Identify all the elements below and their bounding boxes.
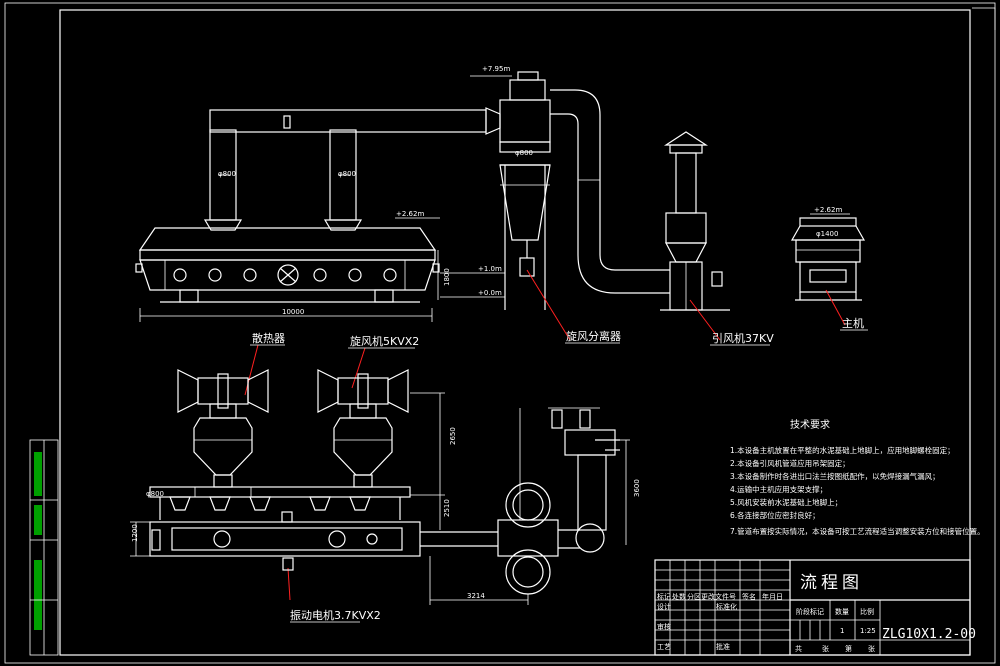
leader-lines: [244, 269, 846, 601]
main-unit-elevation: [790, 217, 866, 301]
pipe-dia-3-text: φ800: [515, 149, 533, 157]
dim-length-text: 10000: [282, 308, 304, 316]
pipe-dia-2-text: φ800: [338, 170, 356, 178]
bottom-label-2: 张: [822, 644, 829, 653]
requirement-item-3: 3.本设备制作时各进出口法兰按图纸配作，以免焊接漏气漏风；: [730, 471, 940, 481]
tb-row-1: 标记: [657, 592, 671, 601]
induced-fan-label: 引风机37KV: [712, 331, 774, 345]
ground-lines: [395, 75, 850, 298]
length-dimension: [139, 250, 439, 322]
requirement-item-5: 5.风机安装前水泥基础上地脚上；: [730, 497, 842, 507]
frame-corner-mark: [972, 7, 996, 30]
cyclone-to-fan-duct: [550, 89, 670, 294]
vibration-motor-label: 振动电机3.7KVX2: [290, 608, 381, 622]
tb-row-7: 设计: [657, 602, 671, 611]
tb-row-10: 工艺: [657, 643, 671, 651]
requirement-item-7: 7.管道布置按实际情况，本设备可按工艺流程适当调整安装方位和接管位置。: [730, 526, 985, 536]
elevation-1m-text: +1.0m: [478, 265, 502, 273]
tb-row-6: 年月日: [762, 592, 783, 601]
induced-fan-chimney: [660, 131, 730, 311]
scale-header: 比例: [860, 607, 874, 616]
requirement-item-6: 6.各连接部位应密封良好；: [730, 510, 820, 520]
inner-frame: [59, 9, 971, 656]
left-sidebar-table: [29, 439, 59, 656]
tb-row-5: 签名: [742, 592, 756, 601]
heat-exchanger-right: [317, 369, 409, 488]
cyclone-separator: [499, 71, 551, 310]
requirement-item-2: 2.本设备引风机管道应用吊架固定；: [730, 458, 850, 468]
small-dia-text: φ800: [146, 490, 164, 498]
pipe-dia-4-text: φ1400: [816, 230, 838, 238]
fluid-bed-plan: [149, 521, 498, 571]
exhaust-ducts: [203, 107, 501, 231]
tb-row-4: 更改文件号: [701, 592, 736, 601]
plan-dimensions: [130, 392, 630, 605]
heat-exchanger-left: [177, 369, 269, 497]
qty-value: 1: [840, 627, 844, 635]
dim-left-text: 1200: [131, 524, 139, 542]
cyclone-fan-label: 旋风机5KVX2: [350, 334, 419, 348]
elevation-body-left-text: +2.62m: [396, 210, 424, 218]
drawing-title: 流程图: [800, 573, 863, 593]
main-unit-label: 主机: [842, 316, 864, 330]
requirements-heading: 技术要求: [790, 418, 830, 431]
dim-right-3-text: 3600: [633, 479, 641, 497]
elevation-body-right-text: +2.62m: [814, 206, 842, 214]
dim-right-2-text: 2510: [443, 499, 451, 517]
elevation-top-text: +7.95m: [482, 65, 510, 73]
cyclone-separator-label: 旋风分离器: [566, 329, 621, 343]
title-block: [654, 559, 971, 656]
requirement-item-4: 4.运输中主机应用支架支撑；: [730, 484, 827, 494]
mark-header: 阶段标记: [796, 607, 824, 616]
duct-system-plan: [497, 407, 620, 595]
outer-frame: [4, 2, 996, 664]
bottom-label-1: 共: [795, 644, 802, 653]
scale-value: 1:25: [860, 627, 876, 635]
elevation-0m-text: +0.0m: [478, 289, 502, 297]
tb-row-8: 标准化: [716, 602, 737, 611]
drawing-code: ZLG10X1.2-00: [882, 627, 976, 642]
bottom-label-3: 第: [845, 644, 852, 653]
tb-row-11: 批准: [716, 642, 730, 651]
qty-header: 数量: [835, 607, 849, 616]
tb-row-9: 审核: [657, 622, 671, 631]
bottom-label-4: 张: [868, 644, 875, 653]
tb-row-2: 处数: [672, 592, 686, 601]
dim-right-1-text: 2650: [449, 427, 457, 445]
label-underlines: [250, 329, 868, 623]
dim-bottom-text: 3214: [467, 592, 485, 600]
tb-row-3: 分区: [687, 592, 701, 601]
dryer-body-elevation: [135, 227, 440, 303]
plan-frame: [149, 486, 411, 523]
dim-height-main-text: 1800: [443, 268, 451, 286]
requirement-item-1: 1.本设备主机放置在平整的水泥基础上地脚上，应用地脚螺栓固定；: [730, 445, 955, 455]
heat-exchanger-label: 散热器: [252, 331, 285, 345]
pipe-dia-1-text: φ800: [218, 170, 236, 178]
